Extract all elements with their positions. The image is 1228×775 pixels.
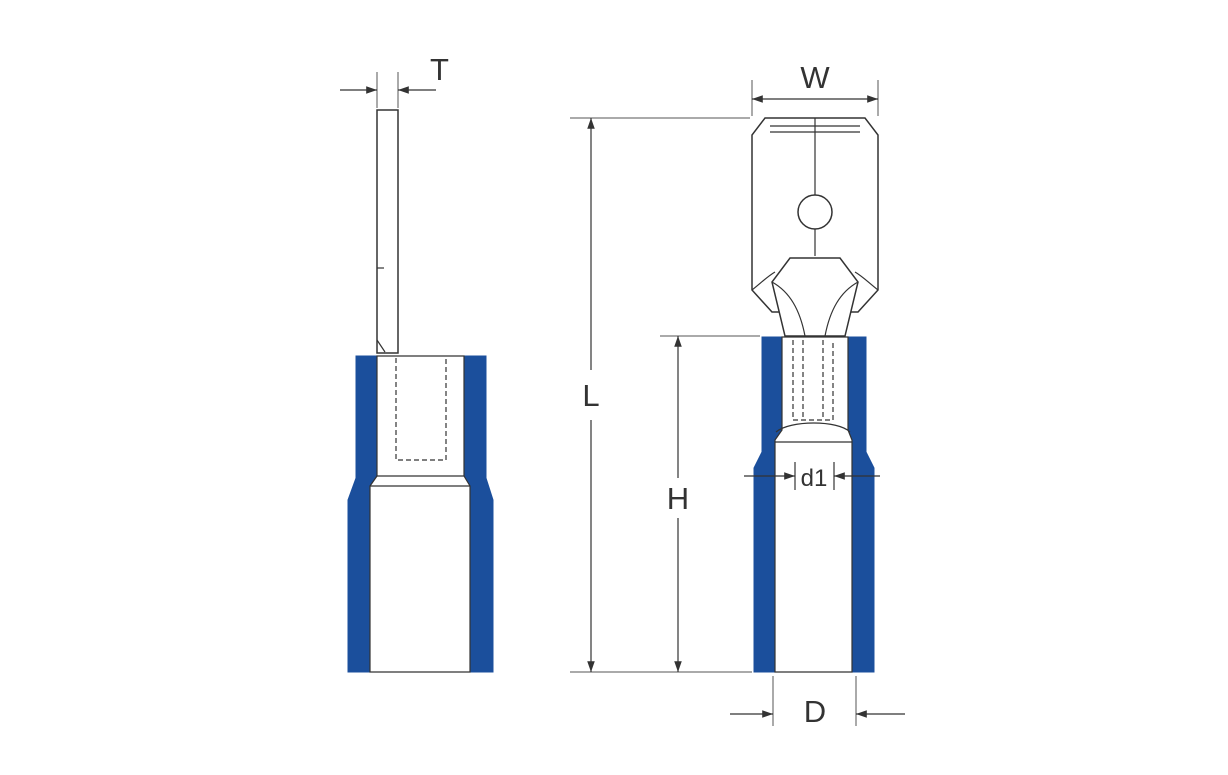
vertical-dimensions: L H [570,117,760,673]
front-crimp-wing-l [751,271,776,291]
front-tab-hole [797,194,833,230]
front-barrel-inner [774,336,853,673]
front-view: W d1 D [730,60,905,729]
side-pin-bevel [376,339,386,353]
d-label: D [804,694,826,729]
h-label: H [667,481,689,516]
t-label: T [430,52,449,87]
l-label: L [582,378,599,413]
front-crimp [771,257,859,337]
d1-label: d1 [801,465,828,492]
side-inner-barrel [395,358,447,461]
side-view: T [340,52,494,673]
side-pin [376,109,399,354]
side-barrel-inner [369,355,471,673]
front-inner-barrel [792,340,834,421]
front-crimp-fold-l [771,281,806,337]
front-barrel-curve [775,422,851,433]
w-label: W [800,60,830,95]
front-crimp-fold-r [824,281,859,337]
front-crimp-wing-r [854,271,879,291]
